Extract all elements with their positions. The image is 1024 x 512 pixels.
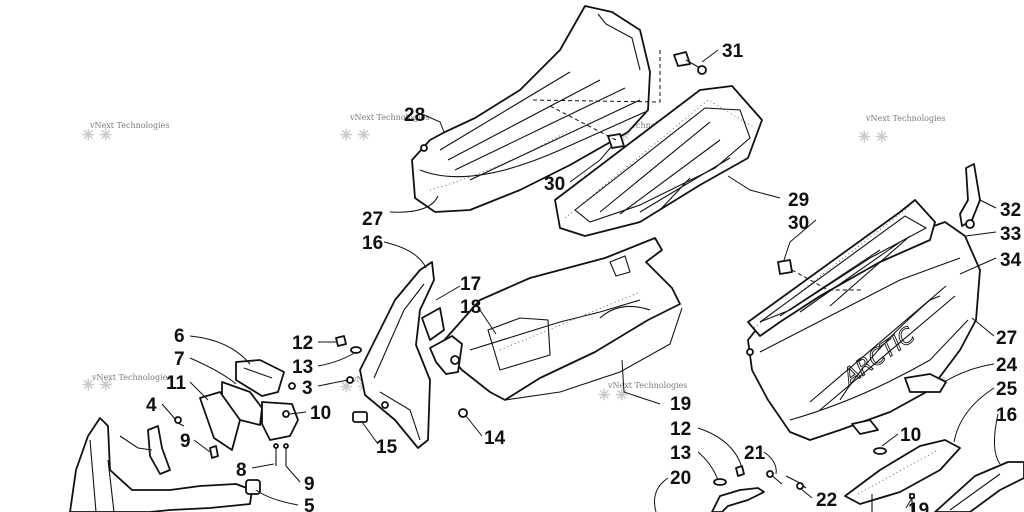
assembly-line xyxy=(549,105,617,141)
callout-8: 8 xyxy=(236,460,247,481)
part-27-upper-shell xyxy=(411,5,651,213)
callout-14: 14 xyxy=(484,428,506,449)
fasteners-middle xyxy=(335,335,468,423)
callout-16: 16 xyxy=(996,405,1017,426)
part-24-bracket xyxy=(851,373,947,435)
watermark-ghost: ✳ ✳ xyxy=(598,386,628,404)
watermark-ghost: ✳ ✳ xyxy=(82,376,112,394)
watermark-text: vNext Technologies xyxy=(607,381,687,390)
watermark-text: vNext Technologies xyxy=(599,121,679,130)
part-17-bracket xyxy=(429,335,463,375)
callout-29: 29 xyxy=(788,190,809,211)
callout-17: 17 xyxy=(460,274,481,295)
part-16-side-panel-right xyxy=(934,461,1024,512)
callout-27: 27 xyxy=(362,209,383,230)
callout-13: 13 xyxy=(292,357,313,378)
callout-33: 33 xyxy=(1000,224,1021,245)
part-6-cover xyxy=(235,359,285,397)
callout-18: 18 xyxy=(460,297,481,318)
part-16-side-panel-left xyxy=(359,261,445,449)
part-29-lower-screen xyxy=(747,199,936,337)
watermark-text: vNext Technologies xyxy=(865,114,945,123)
callout-34: 34 xyxy=(1000,250,1022,271)
callout-30: 30 xyxy=(544,174,565,195)
watermark-ghost: ✳ ✳ xyxy=(858,128,888,146)
callout-5: 5 xyxy=(304,496,315,512)
assembly-line xyxy=(529,50,661,103)
part-31-fastener xyxy=(673,51,707,75)
callout-21: 21 xyxy=(744,443,766,464)
callout-9: 9 xyxy=(304,474,315,495)
callout-6: 6 xyxy=(174,326,185,347)
callout-7: 7 xyxy=(174,349,185,370)
watermark-ghost: ✳ ✳ xyxy=(82,126,112,144)
callout-25: 25 xyxy=(996,379,1018,400)
callout-12: 12 xyxy=(670,419,691,440)
callout-27: 27 xyxy=(996,328,1017,349)
callout-11: 11 xyxy=(166,373,187,394)
callout-16: 16 xyxy=(362,233,383,254)
callout-15: 15 xyxy=(376,437,398,458)
assembly-line xyxy=(791,269,862,291)
callout-4: 4 xyxy=(146,395,157,416)
part-32-latch xyxy=(959,163,981,229)
watermark-text: vNext Technologies xyxy=(349,113,429,122)
callout-19: 19 xyxy=(670,394,691,415)
part-29-upper-screen xyxy=(554,85,763,237)
part-30-clip-lower xyxy=(777,259,793,275)
callout-32: 32 xyxy=(1000,200,1021,221)
callout-13: 13 xyxy=(670,443,691,464)
fasteners-left xyxy=(174,416,289,466)
callout-3: 3 xyxy=(302,378,313,399)
part-30-clip-upper xyxy=(607,133,625,149)
callout-20: 20 xyxy=(670,468,691,489)
callout-9: 9 xyxy=(180,431,191,452)
watermark-text: vNext Technologies xyxy=(89,121,169,130)
callout-22: 22 xyxy=(816,490,837,511)
callout-10: 10 xyxy=(900,425,921,446)
callout-30: 30 xyxy=(788,213,809,234)
callout-12: 12 xyxy=(292,333,313,354)
part-25-side-panel xyxy=(844,439,961,505)
callout-31: 31 xyxy=(722,41,744,62)
callouts: 31 28 30 29 30 32 33 34 27 27 16 17 18 1… xyxy=(146,41,1022,512)
callout-24: 24 xyxy=(996,355,1018,376)
fasteners-bottom xyxy=(711,465,807,512)
part-10-mount xyxy=(261,382,299,441)
part-11-plate xyxy=(199,391,241,451)
callout-10: 10 xyxy=(310,403,331,424)
watermark-ghost: ✳ ✳ xyxy=(340,126,370,144)
leader-lines xyxy=(161,49,1001,512)
callout-19: 19 xyxy=(908,500,929,512)
watermark-text: vNext Technologies xyxy=(91,373,171,382)
part-18-belly-pan xyxy=(439,237,683,401)
callout-28: 28 xyxy=(404,105,425,126)
